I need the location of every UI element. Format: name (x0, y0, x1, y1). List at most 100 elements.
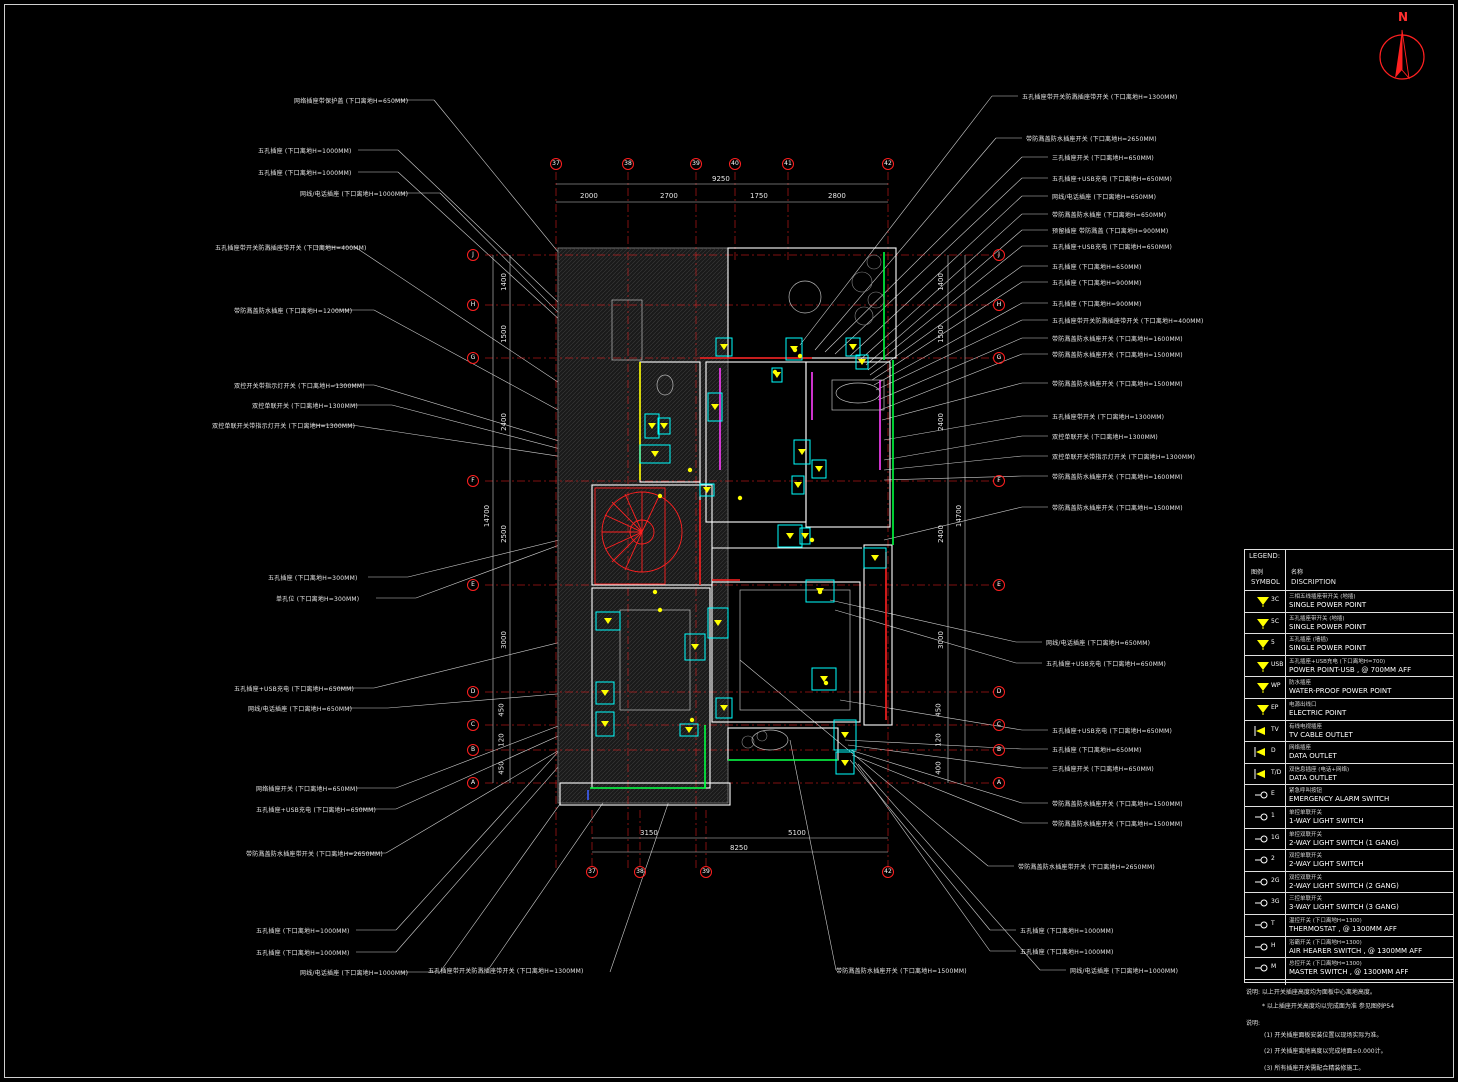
callout-left: 五孔插座 (下口离地H=1000MM) (258, 148, 352, 155)
outlet-symbol-icon (786, 533, 794, 539)
switch-symbol-icon (823, 680, 829, 686)
device-box (811, 459, 827, 479)
legend-desc: EMERGENCY ALARM SWITCH (1289, 795, 1390, 804)
leader-line (849, 749, 1023, 804)
legend-symbol-tag: 2G (1271, 876, 1280, 884)
device-box (833, 719, 857, 751)
grid-bubble-right: H (993, 299, 1005, 311)
legend-desc-zh: 防水插座 (1289, 680, 1312, 687)
legend-desc: SINGLE POWER POINT (1289, 601, 1367, 609)
grid-bubble-top: 37 (550, 158, 562, 170)
device-box (657, 417, 671, 435)
legend-desc-zh: 三相五线插座带开关 (地插) (1289, 594, 1356, 600)
callout-left: 五孔插座 (下口离地H=1000MM) (258, 170, 352, 177)
dim-bottom-total: 8250 (730, 844, 748, 852)
legend-desc: WATER-PROOF POWER POINT (1289, 687, 1392, 696)
grid-bubble-left: E (467, 579, 479, 591)
dim-left-total: 14700 (483, 504, 492, 528)
legend-symbol-icon: 2 (1249, 852, 1285, 868)
leader-line (881, 382, 1023, 421)
device-box (699, 483, 715, 497)
device-box (684, 633, 706, 661)
dim-right: 2400 (936, 525, 945, 543)
legend-symbol-icon: D (1249, 744, 1285, 760)
legend-header: LEGEND: 图例 SYMBOL 名称 DISCRIPTION (1245, 550, 1453, 591)
legend-symbol-icon: 3C (1249, 593, 1285, 609)
callout-right: 预留插座 带防溅盖 (下口离地H=900MM) (1052, 228, 1169, 235)
switch-symbol-icon (817, 589, 823, 595)
legend-symbol-icon: E (1249, 787, 1285, 803)
legend-symbol-icon: 3G (1249, 895, 1285, 911)
device-box (835, 751, 855, 775)
callout-right: 带防溅盖防水插座开关 (下口离地H=1500MM) (1052, 505, 1183, 512)
callout-right: 三孔插座开关 (下口离地H=650MM) (1052, 766, 1154, 773)
callout-right: 五孔插座+USB充电 (下口离地H=650MM) (1046, 661, 1167, 668)
legend-symbol-tag: 1 (1271, 812, 1275, 819)
device-box (715, 697, 733, 719)
leader-line (839, 699, 1023, 731)
callout-right: 五孔插座+USB充电 (下口离地H=650MM) (1052, 728, 1173, 735)
grid-bubble-left: G (467, 352, 479, 364)
callout-right: 网线/电话插座 (下口离地H=1000MM) (1070, 968, 1179, 975)
legend-desc-zh: 五孔插座 (墙插) (1289, 637, 1329, 644)
grid-bubble-left: C (467, 719, 479, 731)
note-line: (3) 所有插座开关需配合精装修施工。 (1264, 1065, 1365, 1072)
callout-right: 带防溅盖防水插座开关 (下口离地H=1500MM) (1052, 801, 1183, 808)
outlet-symbol-icon (794, 482, 802, 488)
legend-desc-zh: 总控开关 (下口离地H=1300) (1289, 961, 1362, 968)
outlet-symbol-icon (691, 644, 699, 650)
north-arrow-icon (1379, 29, 1425, 80)
legend-symbol-tag: M (1271, 963, 1277, 971)
outlet-symbol-icon (801, 533, 809, 539)
outlet-symbol-icon (648, 423, 656, 429)
note-line: 说明: (1246, 1020, 1261, 1027)
legend-symbol-tag: 3G (1271, 898, 1280, 906)
outlet-symbol-icon (714, 620, 722, 626)
outlet-symbol-icon (798, 449, 806, 455)
device-box (791, 475, 805, 495)
callout-right: 双控单联开关带指示灯开关 (下口离地H=1300MM) (1052, 454, 1196, 461)
legend-desc-zh: 浴霸开关 (下口离地H=1300) (1289, 939, 1362, 946)
dim-right: 120 (934, 733, 943, 747)
legend-symbol-tag: TV (1271, 725, 1279, 733)
dim-bottom: 5100 (788, 829, 806, 837)
leader-line (871, 281, 1023, 381)
callout-right: 五孔插座带开关防溅插座带开关 (下口离地H=1300MM) (1022, 94, 1178, 101)
leader-line (883, 415, 1023, 441)
leader-line (875, 319, 1023, 391)
callout-right: 带防溅盖防水插座开关 (下口离地H=1600MM) (1052, 336, 1183, 343)
device-box (793, 439, 811, 465)
callout-bottom: 五孔插座带开关防溅插座带开关 (下口离地H=1300MM) (428, 968, 584, 975)
wall-hatch-left (557, 247, 729, 804)
leader-line (847, 744, 1023, 769)
device-box (595, 681, 615, 705)
callout-left: 网线/电话插座 (下口离地H=1000MM) (300, 970, 409, 977)
leader-line (849, 759, 991, 931)
switch-symbol-icon (792, 347, 798, 353)
device-box (707, 607, 729, 639)
grid-bubble-left: J (467, 249, 479, 261)
callout-left: 网线/电话插座 (下口离地H=650MM) (248, 706, 353, 713)
callout-left: 五孔插座 (下口离地H=1000MM) (256, 928, 350, 935)
callout-bottom: 带防溅盖防水插座开关 (下口离地H=1500MM) (836, 968, 967, 975)
legend-symbol-tag: 1G (1271, 833, 1280, 841)
switch-symbol-icon (797, 353, 803, 359)
callout-right: 五孔插座 (下口离地H=1000MM) (1020, 928, 1114, 935)
outlet-symbol-icon (720, 344, 728, 350)
leader-line (849, 195, 1023, 357)
outlet-symbol-icon (871, 555, 879, 561)
grid-bubble-right: D (993, 686, 1005, 698)
north-label: N (1398, 10, 1409, 24)
legend-desc-zh: 紧急呼叫按钮 (1289, 788, 1323, 795)
callout-right: 五孔插座 (下口离地H=650MM) (1052, 264, 1142, 271)
switch-symbol-icon (772, 369, 778, 375)
legend-desc: AIR HEARER SWITCH , @ 1300MM AFF (1289, 946, 1423, 955)
dim-top: 2000 (580, 192, 598, 200)
